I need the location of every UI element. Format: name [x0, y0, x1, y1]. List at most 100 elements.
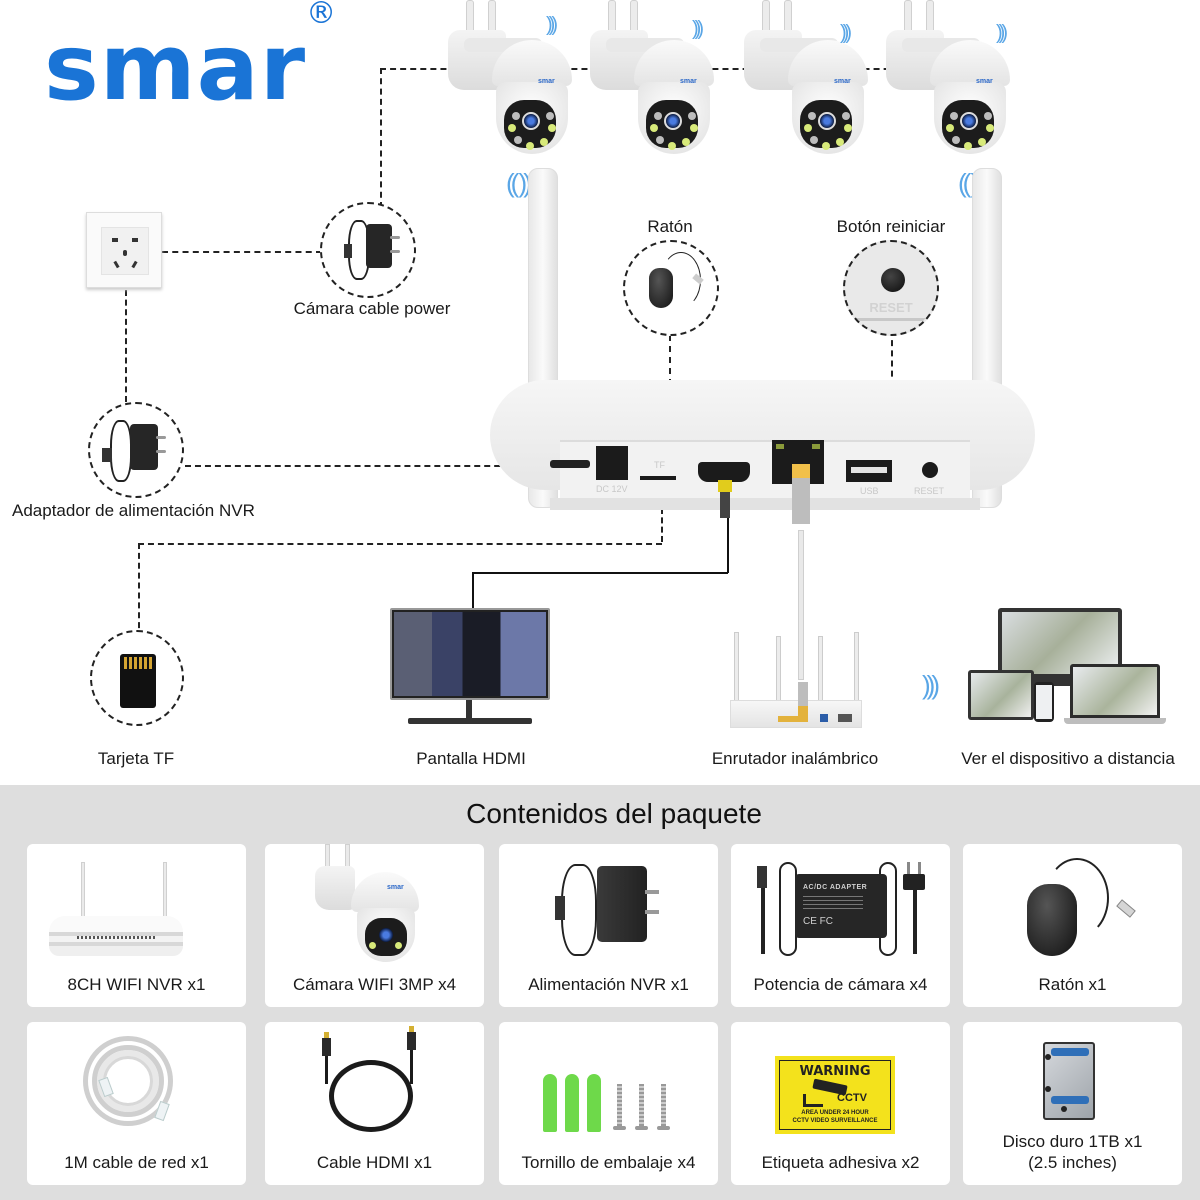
camera-brand-label: smar	[538, 78, 555, 85]
connector-line	[162, 251, 322, 253]
package-item-label: Potencia de cámara x4	[753, 975, 928, 994]
package-item: Tornillo de embalaje x4	[499, 1022, 718, 1185]
camera-lens-icon	[818, 112, 836, 130]
package-item-label: Etiqueta adhesiva x2	[761, 1153, 920, 1172]
wireless-router-label: Enrutador inalámbrico	[711, 749, 879, 768]
package-item: 8CH WIFI NVR x1	[27, 844, 246, 1007]
wifi-signal-icon: )))	[840, 22, 852, 44]
package-item: smar Cámara WIFI 3MP x4	[265, 844, 484, 1007]
connector-line	[125, 290, 127, 402]
dc-plug	[550, 460, 590, 468]
package-item-label: Cable HDMI x1	[316, 1153, 433, 1172]
ethernet-cable-line	[798, 530, 804, 680]
sticker-line1: AREA UNDER 24 HOUR	[801, 1110, 869, 1116]
connector-line	[669, 335, 671, 385]
hdmi-display-label: Pantalla HDMI	[416, 749, 526, 768]
camera-lens-icon	[522, 112, 540, 130]
connector-line	[138, 543, 140, 638]
mouse-icon	[963, 844, 1182, 962]
sticker-warning-text: WARNING	[799, 1064, 871, 1079]
package-item-label: Alimentación NVR x1	[528, 975, 689, 994]
package-item-label: Tornillo de embalaje x4	[521, 1153, 696, 1172]
mouse-circle	[623, 240, 719, 336]
warning-sticker-icon: WARNING CCTV AREA UNDER 24 HOUR CCTV VID…	[731, 1022, 950, 1140]
rj45-plug	[792, 464, 810, 524]
dc-port-label: DC 12V	[596, 484, 628, 494]
screws-icon	[499, 1022, 718, 1140]
reset-button-circle: RESET	[843, 240, 939, 336]
package-item-caption: Disco duro 1TB x1 (2.5 inches)	[963, 1131, 1182, 1173]
camera-lens-icon	[664, 112, 682, 130]
camera-brand-label: smar	[976, 78, 993, 85]
wifi-signal-icon: )))	[546, 14, 558, 36]
package-item: Cable HDMI x1	[265, 1022, 484, 1185]
connector-line	[138, 543, 662, 545]
wifi-ptz-camera: smar )))	[742, 0, 872, 160]
nvr-adapter-label: Adaptador de alimentación NVR	[12, 501, 255, 520]
reset-button-icon	[881, 268, 905, 292]
reset-button-label: Botón reiniciar	[836, 217, 946, 236]
usb-port-label: USB	[860, 486, 879, 496]
remote-devices-icon	[968, 608, 1166, 732]
tf-card-icon	[120, 654, 156, 708]
tf-port-label: TF	[654, 460, 665, 470]
wifi-ptz-camera: smar )))	[884, 0, 1014, 160]
sticker-cctv-text: CCTV	[837, 1092, 867, 1104]
power-adapter-icon	[344, 218, 404, 284]
nvr-adapter-circle	[88, 402, 184, 498]
connector-line	[185, 465, 570, 467]
wifi-signal-icon: )))	[692, 18, 704, 40]
reset-text: RESET	[869, 300, 913, 315]
remote-view-label: Ver el dispositivo a distancia	[961, 749, 1175, 768]
reset-hole	[922, 462, 938, 478]
mouse-label: Ratón	[647, 217, 693, 236]
wifi-ptz-camera: smar )))	[446, 0, 576, 160]
package-item-label: Cámara WIFI 3MP x4	[292, 975, 457, 994]
reset-port-label: RESET	[914, 486, 945, 496]
hdmi-port	[698, 462, 750, 482]
smartphone	[1034, 682, 1054, 722]
camera-power-label: Cámara cable power	[293, 299, 451, 318]
package-item: Alimentación NVR x1	[499, 844, 718, 1007]
tf-card-circle	[90, 630, 184, 726]
connector-line	[661, 480, 663, 542]
camera-brand-label: smar	[680, 78, 697, 85]
package-item-sublabel: (2.5 inches)	[1028, 1153, 1117, 1172]
tf-card-slot	[640, 476, 676, 480]
camera-lens-icon	[960, 112, 978, 130]
monitor-icon	[390, 608, 550, 728]
router-icon	[728, 632, 863, 732]
hard-drive-icon	[963, 1022, 1182, 1140]
hdmi-cable-line	[727, 515, 729, 573]
wifi-ptz-camera: smar )))	[588, 0, 718, 160]
hdmi-plug	[718, 480, 732, 492]
network-cable-icon	[27, 1022, 246, 1140]
package-item-label: Ratón x1	[1038, 975, 1107, 994]
power-adapter-icon	[499, 844, 718, 962]
connector-line	[380, 68, 382, 208]
adapter-label-text: AC/DC ADAPTER	[803, 884, 868, 891]
hdmi-cable-line	[472, 572, 474, 610]
hdmi-cable-line	[472, 572, 728, 574]
camera-brand-label: smar	[834, 78, 851, 85]
desktop-monitor	[998, 608, 1122, 686]
package-title: Contenidos del paquete	[466, 798, 762, 829]
package-item-label: 1M cable de red x1	[64, 1153, 209, 1172]
camera-icon: smar	[265, 844, 484, 962]
camera-power-supply-icon: AC/DC ADAPTER CE FC	[731, 844, 950, 962]
package-item: 1M cable de red x1	[27, 1022, 246, 1185]
package-item-label: Disco duro 1TB x1	[1002, 1132, 1143, 1151]
smar-logo: smar®	[44, 0, 337, 114]
wifi-signal-icon: (( ))	[506, 168, 532, 198]
package-item-label: 8CH WIFI NVR x1	[67, 975, 206, 994]
package-item: Disco duro 1TB x1 (2.5 inches)	[963, 1022, 1182, 1185]
package-item: AC/DC ADAPTER CE FC Potencia de cámara x…	[731, 844, 950, 1007]
camera-power-adapter-circle	[320, 202, 416, 298]
wifi-signal-icon: )))	[922, 670, 940, 700]
nvr-back-panel: DC 12V TF USB RESET	[490, 380, 1035, 524]
hdmi-cable-icon	[265, 1022, 484, 1140]
nvr-icon	[27, 844, 246, 962]
power-adapter-icon	[102, 418, 172, 484]
package-item: Ratón x1	[963, 844, 1182, 1007]
wall-socket-icon	[86, 212, 162, 288]
